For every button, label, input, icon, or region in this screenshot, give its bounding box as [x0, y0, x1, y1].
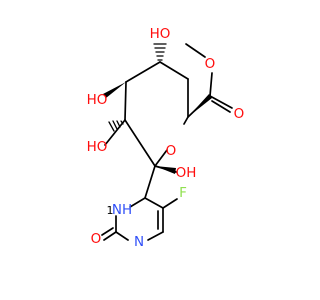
- bond-c4-c5: [124, 81, 127, 121]
- bond-ester-o-methyl: [185, 43, 206, 58]
- bond-c2p-n1: [115, 231, 129, 241]
- ester-ether-oxygen-label: O: [205, 56, 216, 72]
- bond-c2-c3: [159, 61, 189, 80]
- pyrimidinone-nh-label: NH: [112, 202, 132, 218]
- stereo-bonds: [103, 43, 212, 174]
- bond-c5-oh: [104, 119, 126, 146]
- pyrimidinone-n-label: N: [134, 234, 144, 250]
- hash-c5-oh: [108, 120, 124, 132]
- bond-carbonyl-o-double-a: [209, 95, 233, 109]
- bond-c6-o-ring: [154, 149, 168, 167]
- wedge-c6-oh: [155, 166, 176, 174]
- wedge-c4-oh: [103, 82, 126, 98]
- bond-c3-c4: [125, 61, 161, 83]
- bond-c5p-f: [162, 198, 178, 209]
- bond-c5-c6: [124, 119, 156, 167]
- bond-c6p-n1: [147, 231, 164, 241]
- wedge-c1-ester: [188, 94, 212, 117]
- c5-hydroxyl-label: HO: [87, 139, 108, 155]
- bond-o-ring-c2: [183, 116, 189, 125]
- fluorine-label: F: [179, 185, 187, 201]
- atom-labels: O O O HO HO HO OH NH 1 N O F: [87, 26, 245, 250]
- pyrimidinone-carbonyl-oxygen-label: O: [91, 231, 102, 247]
- bond-c4p-c5p: [144, 197, 164, 209]
- structure-diagram: O O O HO HO HO OH NH 1 N O F: [87, 26, 245, 250]
- bond-carbonyl-ester-o: [209, 72, 213, 97]
- ester-carbonyl-oxygen-label: O: [234, 106, 245, 122]
- hash-c3-oh: [153, 43, 167, 61]
- bond-c6-pyrimidine: [144, 165, 156, 199]
- c4-hydroxyl-label: HO: [87, 92, 108, 108]
- bond-carbonyl-o-double-b: [211, 100, 231, 113]
- c6-hydroxyl-label: OH: [176, 165, 197, 181]
- bond-c2p-o-a: [103, 231, 117, 241]
- bond-c4p-nh: [129, 197, 146, 208]
- hydrogen-count-label: 1: [107, 204, 114, 217]
- c3-hydroxyl-label: HO: [150, 26, 171, 42]
- bond-c2p-o-b: [101, 227, 114, 236]
- ring-oxygen-label: O: [166, 143, 177, 159]
- molecule-canvas: O O O HO HO HO OH NH 1 N O F: [87, 26, 245, 250]
